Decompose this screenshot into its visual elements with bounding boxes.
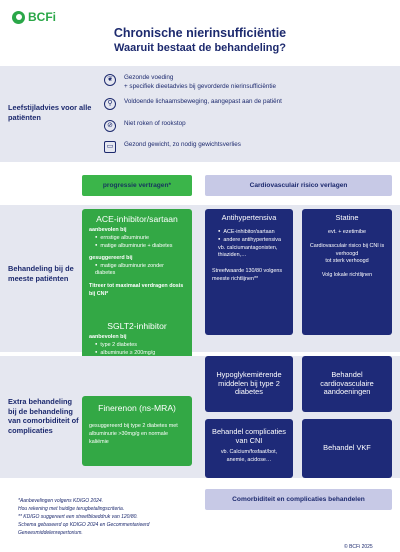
statine-line: tot sterk verhoogd <box>325 258 369 265</box>
lifestyle-item-label: Voldoende lichaamsbeweging, aangepast aa… <box>124 98 282 105</box>
logo-text: BCFi <box>28 10 56 24</box>
lifestyle-item-nutrition: ❦ Gezonde voeding+ specifiek dieetadvies… <box>104 74 276 91</box>
lifestyle-item-label: Niet roken of rookstop <box>124 120 186 127</box>
vkf-title: Behandel VKF <box>323 443 371 453</box>
ace-recommended-item: matige albuminurie + diabetes <box>95 243 185 251</box>
vkf-box: Behandel VKF <box>302 419 392 478</box>
bcfi-logo: BCFi <box>12 10 56 24</box>
sglt2-item: albuminurie ≥ 200mg/g <box>95 350 185 358</box>
antihyp-note: Streefwaarde 130/80 volgens meeste richt… <box>212 268 283 283</box>
hypo-title: Hypoglykemiërende middelen bij type 2 di… <box>216 369 282 397</box>
cardio-disease-box: Behandel cardiovasculaire aandoeningen <box>302 356 392 412</box>
page-subtitle: Waaruit bestaat de behandeling? <box>114 42 286 54</box>
antihyp-item: ACE-inhibitor/sartaan <box>218 229 286 237</box>
antihypertensiva-box: Antihypertensiva ACE-inhibitor/sartaan a… <box>205 209 293 335</box>
progress-header: progressie vertragen* <box>82 175 192 196</box>
ace-recommended-item: ernstige albuminurie <box>95 235 185 243</box>
footnote: Schema gebaseerd op KDIGO 2024 en Gecomm… <box>18 522 150 536</box>
cardio-dis-title: Behandel cardiovasculaire aandoeningen <box>320 369 374 397</box>
apple-icon: ❦ <box>104 74 116 86</box>
sglt2-item: type 2 diabetes <box>95 342 185 350</box>
sglt2-title: SGLT2-inhibitor <box>107 321 167 331</box>
treatment-label: Behandeling bij de meeste patiënten <box>8 264 74 283</box>
lifestyle-label: Leefstijladvies voor alle patiënten <box>8 103 92 122</box>
footnote: ** KDIGO suggereert een streefbloeddruk … <box>18 514 138 520</box>
footnote: Hou rekening met huidige terugbetalingsc… <box>18 506 125 512</box>
hypoglycemic-box: Hypoglykemiërende middelen bij type 2 di… <box>205 356 293 412</box>
sglt2-recommended-label: aanbevolen bij <box>89 334 127 341</box>
statine-box: Statine evt. + ezetimibe Cardiovasculair… <box>302 209 392 335</box>
ace-recommended-label: aanbevolen bij <box>89 227 127 234</box>
comorbidity-header: Comorbiditeit en complicaties behandelen <box>205 489 392 510</box>
lifestyle-band <box>0 66 400 162</box>
lifestyle-item-smoking: ⊘ Niet roken of rookstop <box>104 120 186 132</box>
finerenon-box: Finerenon (ns-MRA) gesuggereerd bij type… <box>82 396 192 466</box>
lifestyle-item-label: Gezond gewicht, zo nodig gewichtsverlies <box>124 141 241 148</box>
finerenon-text: gesuggereerd bij type 2 diabetes met alb… <box>89 423 178 445</box>
lifestyle-item-sublabel: + specifiek dieetadvies bij gevorderde n… <box>124 82 276 90</box>
finerenon-title: Finerenon (ns-MRA) <box>98 403 176 413</box>
cardio-header: Cardiovasculair risico verlagen <box>205 175 392 196</box>
lifestyle-item-exercise: ⚲ Voldoende lichaamsbeweging, aangepast … <box>104 98 282 110</box>
footer-mark: © BCFi 2025 <box>344 544 373 550</box>
ace-suggested-label: gesuggereerd bij <box>89 254 133 261</box>
ace-suggested-item: matige albuminurie zonder diabetes <box>95 263 185 279</box>
page-title: Chronische nierinsufficiëntie <box>113 26 287 40</box>
antihyp-title: Antihypertensiva <box>221 213 277 222</box>
antihyp-item: andere antihypertensiva vb. calciumantag… <box>218 237 286 260</box>
complications-box: Behandel complicaties van CNI vb. Calciu… <box>205 419 293 478</box>
no-smoking-icon: ⊘ <box>104 120 116 132</box>
complic-title: Behandel complicaties van CNI <box>212 427 286 445</box>
logo-mark-icon <box>12 10 25 24</box>
statine-line: Cardiovasculair risico bij CNI is verhoo… <box>309 242 385 257</box>
statine-line: Volg lokale richtlijnen <box>321 272 373 279</box>
walking-person-icon: ⚲ <box>104 98 116 110</box>
statine-title: Statine <box>335 213 359 222</box>
lifestyle-item-label: Gezonde voeding <box>124 74 174 81</box>
ace-inhibitor-box: ACE-inhibitor/sartaan aanbevolen bij ern… <box>82 209 192 335</box>
statine-line: evt. + ezetimibe <box>328 228 366 235</box>
footnote: *Aanbevelingen volgens KDIGO 2024. <box>18 498 104 504</box>
complic-text: vb. Calcium/fosfaat/bot, anemie, acidose… <box>220 448 278 463</box>
ace-title: ACE-inhibitor/sartaan <box>96 214 178 224</box>
ace-note: Titreer tot maximaal verdragen dosis bij… <box>89 283 184 298</box>
scale-icon: ▭ <box>104 141 116 153</box>
lifestyle-item-weight: ▭ Gezond gewicht, zo nodig gewichtsverli… <box>104 141 241 153</box>
extra-label: Extra behandeling bij de behandeling van… <box>8 397 79 435</box>
footnotes: *Aanbevelingen volgens KDIGO 2024. Hou r… <box>18 497 198 537</box>
